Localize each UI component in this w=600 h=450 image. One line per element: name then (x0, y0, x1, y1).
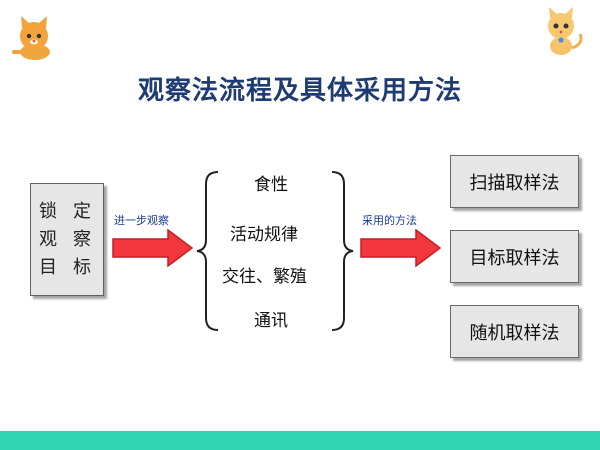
cat-mascot-icon (12, 16, 50, 60)
target-box: 锁 定 观 察 目 标 (30, 183, 104, 296)
footer-bar (0, 431, 600, 450)
page-title: 观察法流程及具体采用方法 (137, 76, 462, 106)
target-char: 锁 (39, 201, 57, 222)
arrow-label-right: 采用的方法 (362, 214, 417, 227)
target-char: 标 (73, 257, 91, 278)
aspect-item: 食性 (254, 175, 288, 195)
right-brace-icon (331, 171, 354, 331)
aspect-item: 通讯 (254, 311, 288, 331)
left-brace-icon (196, 171, 219, 331)
kitten-mascot-icon (548, 7, 583, 55)
aspect-item: 活动规律 (230, 225, 298, 245)
method-box-scan: 扫描取样法 (450, 155, 579, 208)
method-box-focal: 目标取样法 (450, 230, 579, 283)
arrow-label-left: 进一步观察 (114, 214, 169, 227)
right-arrow-icon (360, 229, 442, 267)
method-box-random: 随机取样法 (450, 305, 579, 358)
aspect-item: 交往、繁殖 (222, 267, 307, 287)
target-char: 观 (39, 229, 57, 250)
target-char: 定 (73, 201, 91, 222)
target-char: 察 (73, 229, 91, 250)
right-arrow-icon (112, 229, 194, 267)
target-char: 目 (39, 257, 57, 278)
